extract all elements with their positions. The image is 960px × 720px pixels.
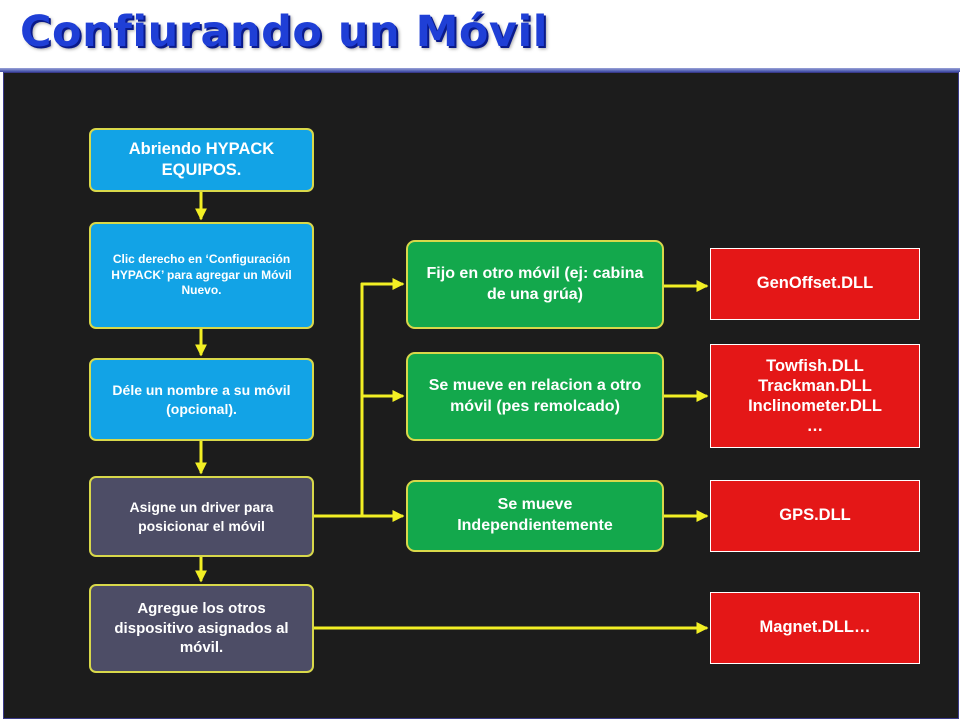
dll-more-label: … — [806, 417, 824, 436]
dll-inclinometer-label: Inclinometer.DLL — [748, 397, 882, 415]
flow-step-add-devices: Agregue los otros dispositivo asignados … — [89, 584, 314, 673]
flow-step-open-hypack-label: Abriendo HYPACK EQUIPOS. — [128, 139, 275, 179]
option-moves-independently: Se mueve Independientemente — [406, 480, 664, 552]
page-title: Confiurando un Móvil — [20, 7, 548, 57]
dll-genoffset-label: GenOffset.DLL — [756, 274, 874, 293]
dll-towed-group: Towfish.DLL Trackman.DLL Inclinometer.DL… — [710, 344, 920, 448]
flow-step-name-vehicle: Déle un nombre a su móvil (opcional). — [89, 358, 314, 441]
dll-gps: GPS.DLL — [710, 480, 920, 552]
flow-step-add-vehicle-label: Clic derecho en ‘Configuración HYPACK’ p… — [111, 252, 292, 298]
title-divider — [0, 68, 960, 72]
option-moves-relative: Se mueve en relacion a otro móvil (pes r… — [406, 352, 664, 441]
flow-step-open-hypack: Abriendo HYPACK EQUIPOS. — [89, 128, 314, 192]
option-moves-relative-label: Se mueve en relacion a otro móvil (pes r… — [428, 376, 642, 415]
dll-magnet-label: Magnet.DLL… — [759, 618, 871, 637]
flow-step-add-devices-label: Agregue los otros dispositivo asignados … — [114, 600, 289, 657]
option-moves-independently-label: Se mueve Independientemente — [457, 496, 613, 534]
flow-step-assign-driver-label: Asigne un driver para posicionar el móvi… — [129, 499, 274, 534]
flow-step-add-vehicle: Clic derecho en ‘Configuración HYPACK’ p… — [89, 222, 314, 329]
dll-trackman-label: Trackman.DLL — [758, 376, 872, 395]
option-fixed-on-vehicle: Fijo en otro móvil (ej: cabina de una gr… — [406, 240, 664, 329]
flow-step-assign-driver: Asigne un driver para posicionar el móvi… — [89, 476, 314, 557]
option-fixed-on-vehicle-label: Fijo en otro móvil (ej: cabina de una gr… — [426, 264, 644, 303]
dll-magnet: Magnet.DLL… — [710, 592, 920, 664]
dll-towfish-label: Towfish.DLL — [766, 356, 864, 375]
dll-gps-label: GPS.DLL — [779, 506, 851, 525]
dll-genoffset: GenOffset.DLL — [710, 248, 920, 320]
flow-step-name-vehicle-label: Déle un nombre a su móvil (opcional). — [112, 382, 291, 417]
